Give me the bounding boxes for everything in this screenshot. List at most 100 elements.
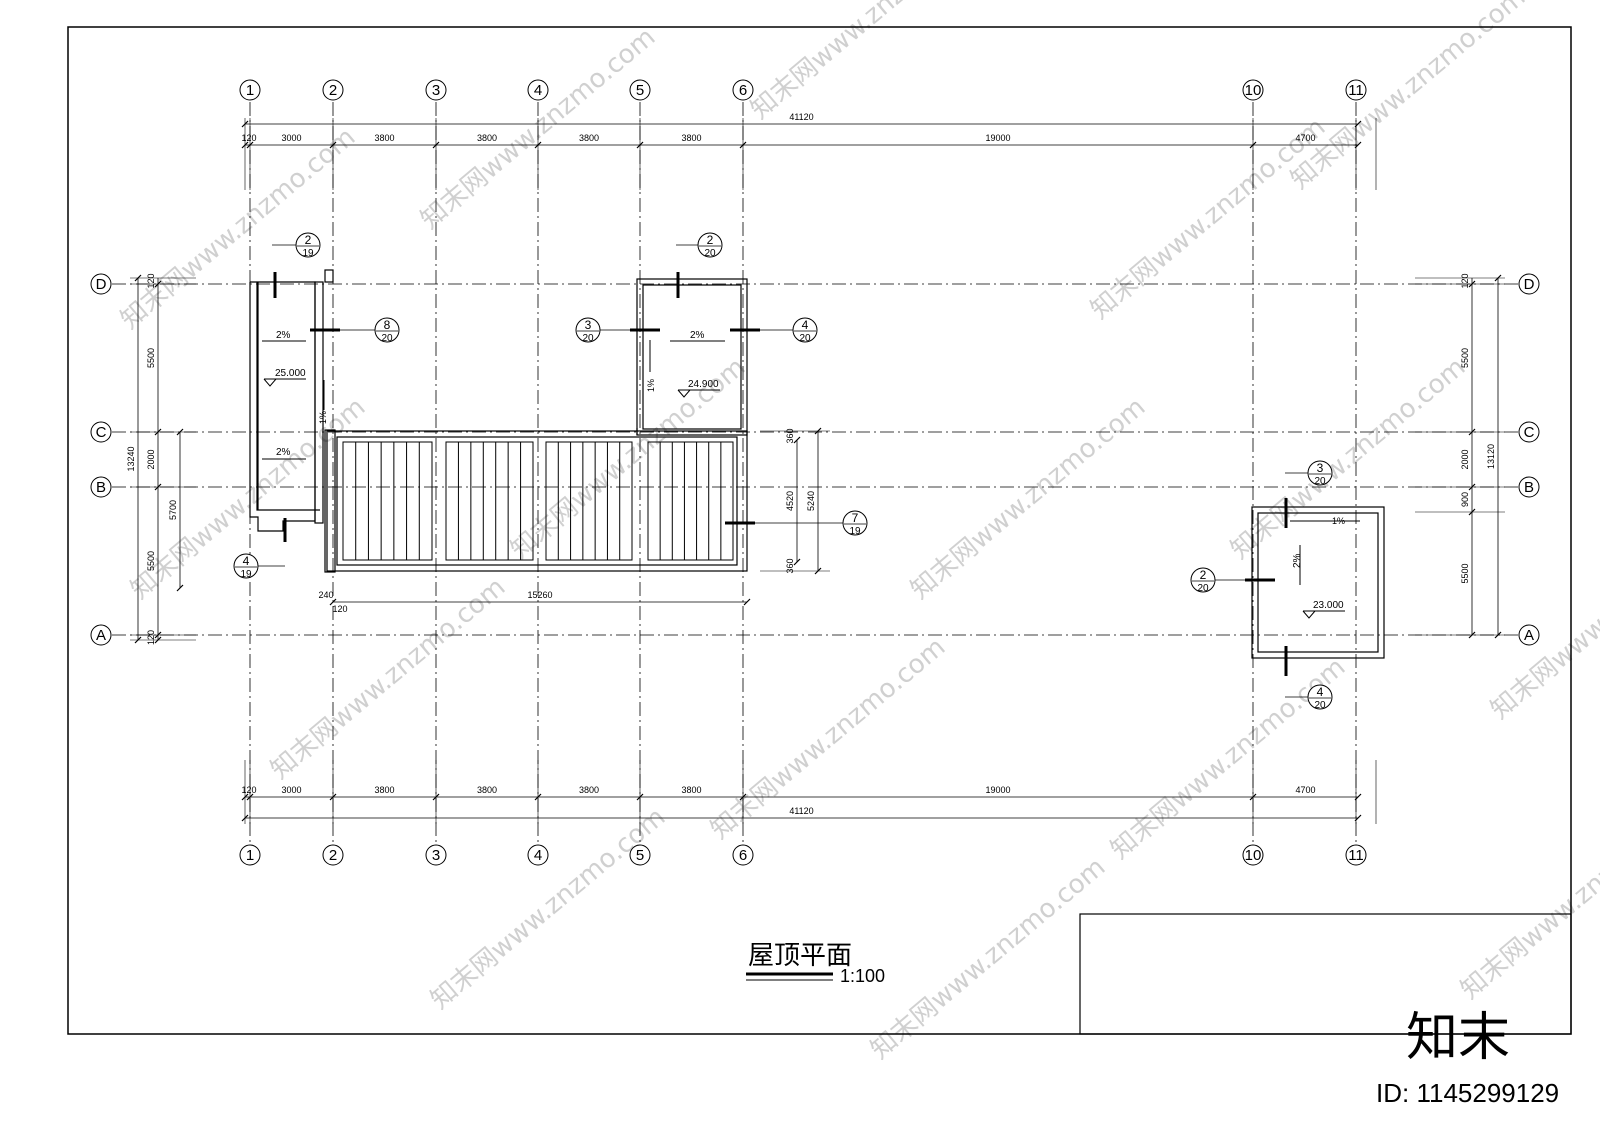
grid-label-row: B bbox=[96, 479, 106, 496]
grid-bubble-column bbox=[629, 79, 651, 101]
watermark-stripe: 知末网www.znzmo.com bbox=[1485, 512, 1600, 725]
watermark-stripe: 知末网www.znzmo.com bbox=[1105, 652, 1351, 865]
detail-marker-number: 4 bbox=[1317, 685, 1324, 699]
dim-right-segment-label: 120 bbox=[1460, 273, 1470, 288]
dim-roof-inner-label: 4520 bbox=[785, 491, 795, 511]
dim-left-segment-label: 5500 bbox=[146, 348, 156, 368]
grid-label-row: B bbox=[1524, 479, 1534, 496]
detail-marker-bubble bbox=[842, 510, 868, 536]
dim-left-segment-label: 5500 bbox=[146, 551, 156, 571]
grid-bubble-column bbox=[527, 79, 549, 101]
watermark-stripe: 知末网www.znzmo.com bbox=[1085, 112, 1331, 325]
grid-label-column: 10 bbox=[1245, 82, 1262, 99]
detail-marker-number: 3 bbox=[1317, 461, 1324, 475]
dim-roof-inner-tick bbox=[793, 558, 801, 566]
detail-marker-sheet: 20 bbox=[704, 248, 716, 259]
dim-right-segment-label: 2000 bbox=[1460, 449, 1470, 469]
drawing-title-scale: 1:100 bbox=[840, 966, 885, 986]
detail-marker-sheet: 20 bbox=[1197, 583, 1209, 594]
grid-label-column: 5 bbox=[636, 847, 644, 864]
grid-bubble-row bbox=[1518, 476, 1540, 498]
detail-marker-bubble bbox=[792, 317, 818, 343]
sheet-border bbox=[67, 26, 1572, 1035]
dim-left-segment-label: 120 bbox=[146, 273, 156, 288]
dim-top-segment-label: 3800 bbox=[477, 133, 497, 143]
grid-label-row: C bbox=[96, 424, 107, 441]
detail-marker-bubble bbox=[697, 232, 723, 258]
watermark-stripe: 知末网www.znzmo.com bbox=[115, 122, 361, 335]
grid-bubble-column bbox=[322, 79, 344, 101]
title-block bbox=[1079, 913, 1572, 1035]
grid-label-column: 2 bbox=[329, 847, 337, 864]
detail-marker-number: 2 bbox=[305, 233, 312, 247]
grid-bubble-row bbox=[90, 624, 112, 646]
watermark-stripe: 知末网www.znzmo.com bbox=[265, 572, 511, 785]
dim-left-segment-label: 2000 bbox=[146, 449, 156, 469]
watermark-stripe: 知末网www.znzmo.com bbox=[1225, 352, 1471, 565]
elevation-middle: 24.900 bbox=[688, 379, 719, 390]
detail-marker-bubble bbox=[295, 232, 321, 258]
grid-label-column: 1 bbox=[246, 847, 254, 864]
left-stair-roof bbox=[249, 269, 334, 532]
watermark-stripe: 知末网www.znzmo.com bbox=[1285, 0, 1531, 195]
grid-label-column: 4 bbox=[534, 82, 542, 99]
dim-top-segment-label: 4700 bbox=[1295, 133, 1315, 143]
dim-top-segment-label: 3800 bbox=[681, 133, 701, 143]
right-stair-roof bbox=[1251, 506, 1385, 659]
dim-roof-edge-bottom-label: 360 bbox=[785, 558, 795, 573]
dim-bottom-total-label: 41120 bbox=[789, 806, 813, 816]
dim-left-total-label: 13240 bbox=[126, 446, 136, 471]
grid-label-row: A bbox=[1524, 627, 1534, 644]
detail-marker-sheet: 20 bbox=[1314, 476, 1326, 487]
grid-bubble-column bbox=[1345, 79, 1367, 101]
dim-bottom-segment-label: 120 bbox=[241, 785, 256, 795]
grid-bubble-column bbox=[527, 844, 549, 866]
grid-bubble-row bbox=[1518, 421, 1540, 443]
dim-top-segment-label: 3000 bbox=[281, 133, 301, 143]
detail-marker-bubble bbox=[233, 553, 259, 579]
watermark-logo: 知末 ID: 1145299129 bbox=[1376, 1009, 1559, 1108]
grid-bubble-column bbox=[732, 79, 754, 101]
grid-label-column: 10 bbox=[1245, 847, 1262, 864]
grid-bubble-row bbox=[90, 273, 112, 295]
detail-marker-sheet: 20 bbox=[1314, 700, 1326, 711]
detail-marker-bubble bbox=[374, 317, 400, 343]
grid-bubble-column bbox=[1242, 844, 1264, 866]
grid-bubble-column bbox=[629, 844, 651, 866]
dim-roof-depth-label: 5240 bbox=[806, 491, 816, 511]
pergola-bay bbox=[445, 441, 534, 561]
detail-marker-number: 8 bbox=[384, 318, 391, 332]
grid-label-row: D bbox=[96, 276, 107, 293]
dim-bottom-segment-label: 3000 bbox=[281, 785, 301, 795]
dim-bottom-segment-label: 3800 bbox=[374, 785, 394, 795]
grid-label-column: 3 bbox=[432, 847, 440, 864]
grid-label-column: 1 bbox=[246, 82, 254, 99]
detail-marker-sheet: 20 bbox=[799, 333, 811, 344]
detail-marker-bubble bbox=[1190, 567, 1216, 593]
grid-bubble-column bbox=[1345, 844, 1367, 866]
detail-marker-number: 2 bbox=[707, 233, 714, 247]
slope-label-middle-vert: 1% bbox=[646, 379, 656, 392]
detail-marker-bubble bbox=[575, 317, 601, 343]
dim-roof-edge-top-label: 360 bbox=[785, 428, 795, 443]
watermark-stripe: 知末网www.znzmo.com bbox=[705, 632, 951, 845]
dim-bottom-segment-label: 19000 bbox=[985, 785, 1010, 795]
dim-top-segment-label: 19000 bbox=[985, 133, 1010, 143]
pergola-bay bbox=[342, 441, 433, 561]
slope-label-left-vert: 1% bbox=[318, 411, 328, 424]
grid-bubble-row bbox=[90, 421, 112, 443]
detail-marker-number: 4 bbox=[243, 554, 250, 568]
dim-roof-width-label: 15260 bbox=[527, 590, 552, 600]
grid-label-row: C bbox=[1524, 424, 1535, 441]
pergola-bay bbox=[545, 441, 633, 561]
grid-label-column: 11 bbox=[1348, 847, 1364, 864]
grid-bubble-column bbox=[239, 844, 261, 866]
grid-bubble-row bbox=[1518, 624, 1540, 646]
watermark-id: ID: 1145299129 bbox=[1376, 1078, 1559, 1108]
watermark-stripe: 知末网www.znzmo.com bbox=[1455, 792, 1600, 1005]
watermark-stripe: 知末网www.znzmo.com bbox=[425, 802, 671, 1015]
detail-marker-number: 3 bbox=[585, 318, 592, 332]
